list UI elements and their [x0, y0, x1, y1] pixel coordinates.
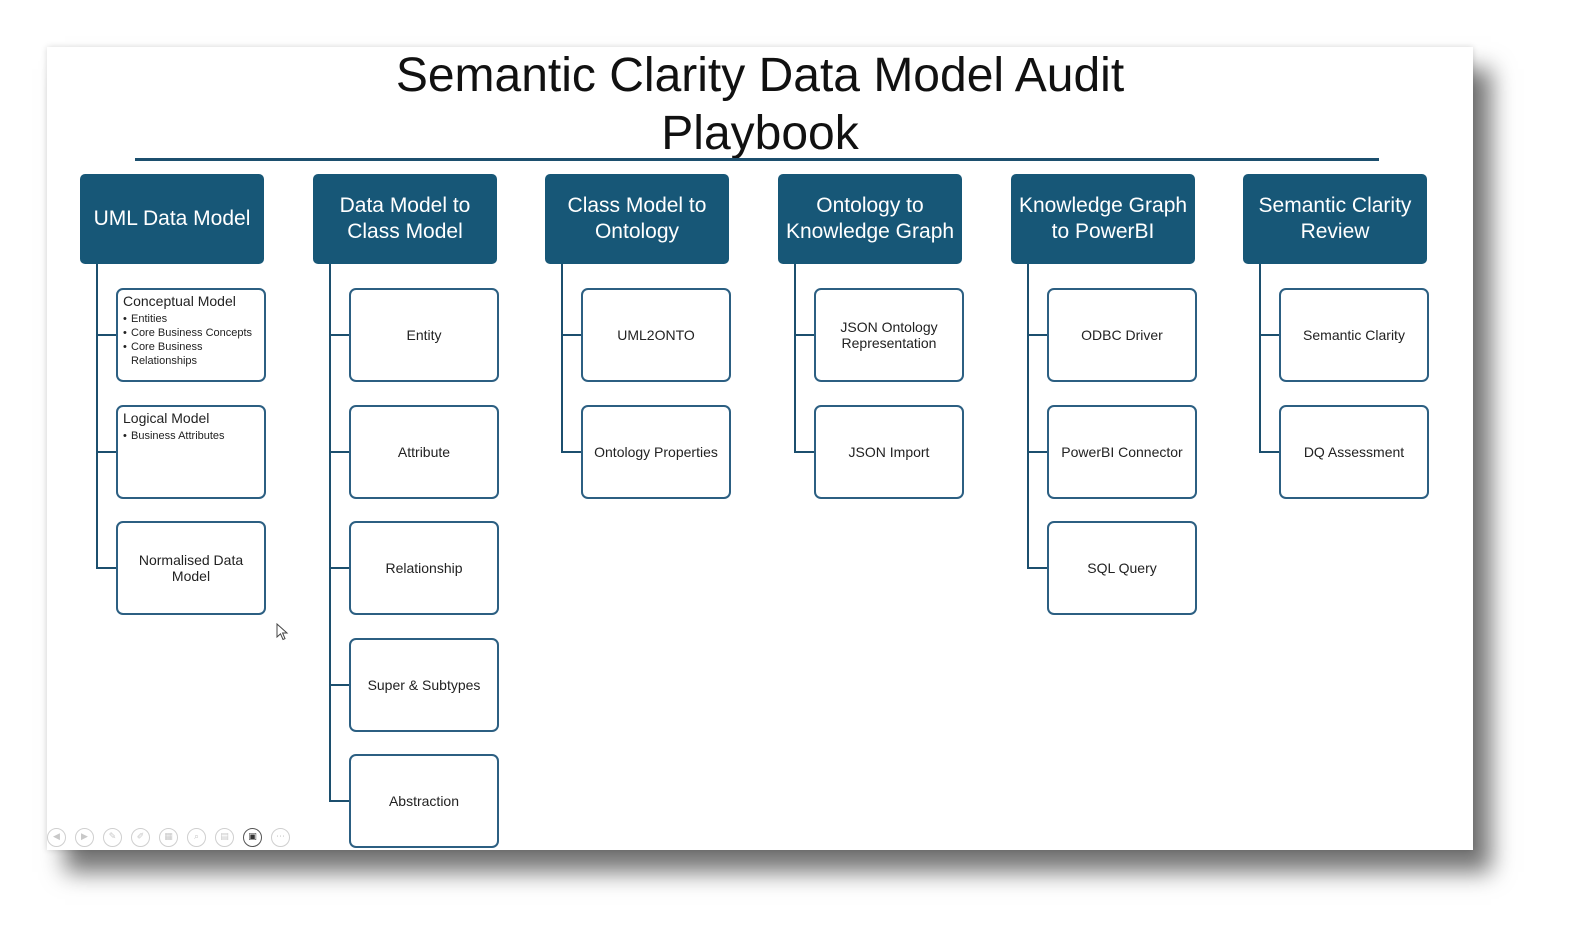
- title-line-1: Semantic Clarity Data Model Audit: [395, 49, 1125, 102]
- slide-canvas: Semantic Clarity Data Model Audit Playbo…: [47, 47, 1473, 850]
- mouse-pointer-icon: [276, 623, 289, 641]
- child-node[interactable]: Ontology Properties: [581, 404, 731, 499]
- column-header[interactable]: UML Data Model: [80, 174, 264, 264]
- column-header[interactable]: Knowledge Graph to PowerBI: [1011, 174, 1195, 264]
- child-node[interactable]: Normalised Data Model: [116, 521, 266, 615]
- connector-line: [1259, 264, 1261, 453]
- slides-icon[interactable]: ▦: [159, 828, 178, 847]
- title-line-2: Playbook: [661, 107, 859, 160]
- node-title: Conceptual Model: [123, 293, 236, 309]
- connector-branch: [329, 450, 349, 453]
- camera-icon[interactable]: ▣: [243, 828, 262, 847]
- node-title: Normalised Data Model: [138, 552, 244, 584]
- child-node[interactable]: Relationship: [349, 521, 499, 615]
- connector-line: [1027, 264, 1029, 569]
- connector-branch: [329, 334, 349, 336]
- node-bullet-list: Business Attributes: [123, 429, 259, 443]
- node-title: Semantic Clarity: [1303, 327, 1405, 343]
- connector-branch: [1259, 450, 1279, 453]
- slideshow-controls: ◀ ▶ ✎ ✐ ▦ ⌕ ▤ ▣ ⋯: [47, 828, 290, 850]
- connector-branch: [561, 450, 581, 453]
- connector-branch: [96, 334, 116, 336]
- node-title: UML2ONTO: [617, 327, 695, 343]
- zoom-icon[interactable]: ⌕: [187, 828, 206, 847]
- connector-branch: [1027, 450, 1047, 453]
- title-underline: [135, 158, 1379, 161]
- node-bullet: Entities: [123, 312, 259, 326]
- pen-icon[interactable]: ✎: [103, 828, 122, 847]
- column-header[interactable]: Data Model to Class Model: [313, 174, 497, 264]
- node-title: DQ Assessment: [1303, 443, 1405, 460]
- child-node[interactable]: UML2ONTO: [581, 288, 731, 382]
- connector-branch: [1027, 334, 1047, 336]
- node-title: SQL Query: [1087, 560, 1157, 576]
- connector-line: [96, 264, 98, 569]
- connector-branch: [329, 567, 349, 569]
- child-node[interactable]: Entity: [349, 288, 499, 382]
- connector-branch: [794, 450, 814, 453]
- connector-line: [561, 264, 563, 453]
- connector-line: [794, 264, 796, 453]
- highlighter-icon[interactable]: ✐: [131, 828, 150, 847]
- child-node[interactable]: JSON Ontology Representation: [814, 288, 964, 382]
- next-icon[interactable]: ▶: [75, 828, 94, 847]
- connector-branch: [96, 567, 116, 569]
- node-title: Ontology Properties: [594, 443, 718, 460]
- connector-branch: [1027, 567, 1047, 569]
- more-icon[interactable]: ⋯: [271, 828, 290, 847]
- node-title: Attribute: [397, 443, 451, 460]
- connector-branch: [329, 800, 349, 802]
- node-title: PowerBI Connector: [1061, 443, 1183, 460]
- connector-line: [329, 264, 331, 802]
- child-node[interactable]: PowerBI Connector: [1047, 404, 1197, 499]
- connector-branch: [794, 334, 814, 336]
- child-node[interactable]: Semantic Clarity: [1279, 288, 1429, 382]
- subtitles-icon[interactable]: ▤: [215, 828, 234, 847]
- node-title: Entity: [406, 327, 442, 343]
- node-title: Relationship: [385, 560, 463, 576]
- node-title: JSON Import: [848, 443, 930, 460]
- node-bullet: Core Business Concepts: [123, 326, 259, 340]
- previous-icon[interactable]: ◀: [47, 828, 66, 847]
- child-node[interactable]: Conceptual ModelEntitiesCore Business Co…: [116, 288, 266, 382]
- column-header[interactable]: Semantic Clarity Review: [1243, 174, 1427, 264]
- node-title: JSON Ontology Representation: [840, 319, 938, 351]
- child-node[interactable]: JSON Import: [814, 404, 964, 499]
- connector-branch: [561, 334, 581, 336]
- connector-branch: [96, 450, 116, 453]
- child-node[interactable]: SQL Query: [1047, 521, 1197, 615]
- node-title: Logical Model: [123, 409, 210, 426]
- node-title: ODBC Driver: [1081, 327, 1163, 343]
- page-title: Semantic Clarity Data Model Audit Playbo…: [47, 47, 1473, 163]
- connector-branch: [1259, 334, 1279, 336]
- node-title: Abstraction: [388, 793, 460, 809]
- node-bullet-list: EntitiesCore Business ConceptsCore Busin…: [123, 312, 259, 368]
- child-node[interactable]: Abstraction: [349, 754, 499, 848]
- child-node[interactable]: Logical ModelBusiness Attributes: [116, 404, 266, 499]
- child-node[interactable]: DQ Assessment: [1279, 404, 1429, 499]
- child-node[interactable]: ODBC Driver: [1047, 288, 1197, 382]
- child-node[interactable]: Super & Subtypes: [349, 637, 499, 732]
- column-header[interactable]: Class Model to Ontology: [545, 174, 729, 264]
- node-bullet: Core Business Relationships: [123, 340, 259, 368]
- column-header[interactable]: Ontology to Knowledge Graph: [778, 174, 962, 264]
- node-bullet: Business Attributes: [123, 429, 259, 443]
- connector-branch: [329, 683, 349, 686]
- node-title: Super & Subtypes: [367, 676, 481, 693]
- child-node[interactable]: Attribute: [349, 404, 499, 499]
